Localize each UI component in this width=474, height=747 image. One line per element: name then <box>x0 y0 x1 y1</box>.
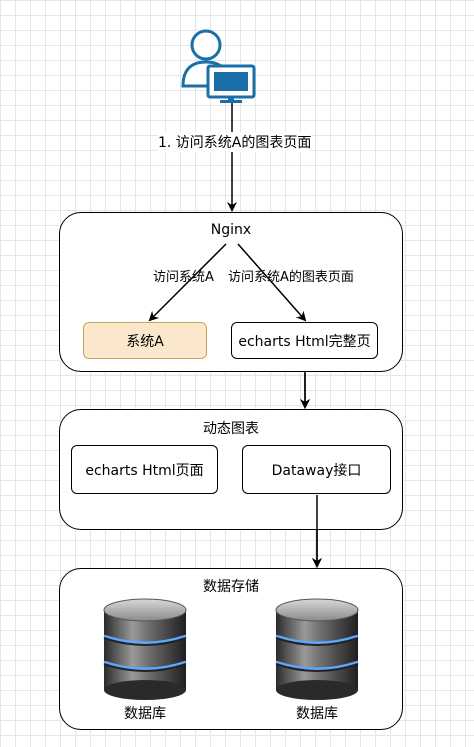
echarts-html-full-page-node[interactable]: echarts Html完整页 <box>231 322 378 359</box>
system-a-node[interactable]: 系统A <box>83 322 207 359</box>
edge-label-echarts: 访问系统A的图表页面 <box>228 266 354 285</box>
database-label-right: 数据库 <box>296 706 338 722</box>
step1-label: 1. 访问系统A的图表页面 <box>158 132 312 152</box>
nginx-title: Nginx <box>210 222 252 238</box>
dataway-api-node[interactable]: Dataway接口 <box>242 445 391 494</box>
echarts-html-page-node[interactable]: echarts Html页面 <box>71 445 218 494</box>
database-label-left: 数据库 <box>124 706 166 722</box>
edge-label-system-a: 访问系统A <box>153 266 214 285</box>
data-storage-title: 数据存储 <box>203 579 259 595</box>
dynamic-chart-title: 动态图表 <box>203 421 259 437</box>
